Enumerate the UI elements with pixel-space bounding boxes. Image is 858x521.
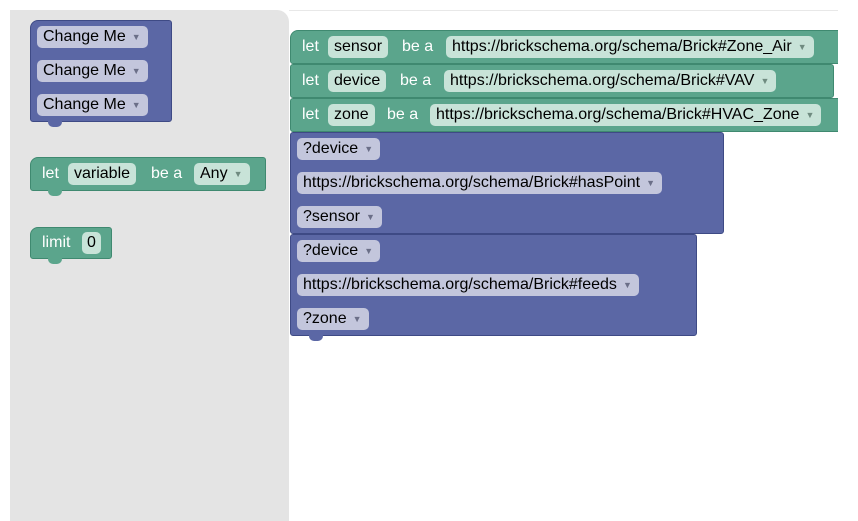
- chevron-down-icon: ▼: [364, 144, 374, 154]
- change-me-dropdown-1[interactable]: Change Me▼: [37, 26, 148, 48]
- block-connector-notch: [48, 258, 62, 264]
- predicate-dropdown[interactable]: https://brickschema.org/schema/Brick#has…: [297, 172, 663, 194]
- variable-field[interactable]: device: [328, 70, 387, 92]
- change-me-dropdown-2[interactable]: Change Me▼: [37, 60, 148, 82]
- chevron-down-icon: ▼: [805, 110, 815, 120]
- let-device-block[interactable]: let device be a https://brickschema.org/…: [290, 64, 834, 98]
- let-label: let: [302, 72, 319, 89]
- chevron-down-icon: ▼: [646, 178, 656, 188]
- let-label: let: [302, 38, 319, 55]
- chevron-down-icon: ▼: [352, 314, 362, 324]
- chevron-down-icon: ▼: [797, 42, 807, 52]
- let-label: let: [302, 106, 319, 123]
- limit-value-field[interactable]: 0: [82, 232, 101, 254]
- limit-label: limit: [42, 234, 71, 251]
- chevron-down-icon: ▼: [131, 66, 141, 76]
- be-a-label: be a: [402, 38, 434, 55]
- chevron-down-icon: ▼: [760, 76, 770, 86]
- be-a-label: be a: [387, 106, 419, 123]
- variable-field[interactable]: variable: [68, 163, 137, 185]
- type-dropdown[interactable]: https://brickschema.org/schema/Brick#Zon…: [446, 36, 814, 58]
- type-dropdown[interactable]: Any▼: [194, 163, 250, 185]
- block-connector-notch: [48, 190, 62, 196]
- let-label: let: [42, 165, 59, 182]
- be-a-label: be a: [400, 72, 432, 89]
- chevron-down-icon: ▼: [233, 169, 243, 179]
- object-dropdown[interactable]: ?zone▼: [297, 308, 369, 330]
- chevron-down-icon: ▼: [622, 280, 632, 290]
- change-me-dropdown-3[interactable]: Change Me▼: [37, 94, 148, 116]
- object-dropdown[interactable]: ?sensor▼: [297, 206, 382, 228]
- block-connector-notch: [48, 121, 62, 127]
- workspace-canvas[interactable]: let sensor be a https://brickschema.org/…: [289, 10, 838, 521]
- change-me-block[interactable]: Change Me▼ Change Me▼ Change Me▼: [30, 20, 172, 122]
- type-dropdown[interactable]: https://brickschema.org/schema/Brick#VAV…: [444, 70, 777, 92]
- let-zone-block[interactable]: let zone be a https://brickschema.org/sc…: [290, 98, 838, 132]
- limit-block[interactable]: limit 0: [30, 227, 112, 259]
- type-dropdown[interactable]: https://brickschema.org/schema/Brick#HVA…: [430, 104, 822, 126]
- variable-field[interactable]: sensor: [328, 36, 389, 58]
- chevron-down-icon: ▼: [364, 246, 374, 256]
- let-sensor-block[interactable]: let sensor be a https://brickschema.org/…: [290, 30, 838, 64]
- variable-field[interactable]: zone: [328, 104, 375, 126]
- be-a-label: be a: [151, 165, 183, 182]
- let-variable-block[interactable]: let variable be a Any▼: [30, 157, 266, 191]
- workspace-top-border: [289, 10, 838, 11]
- predicate-dropdown[interactable]: https://brickschema.org/schema/Brick#fee…: [297, 274, 639, 296]
- chevron-down-icon: ▼: [131, 32, 141, 42]
- subject-dropdown[interactable]: ?device▼: [297, 138, 381, 160]
- chevron-down-icon: ▼: [131, 100, 141, 110]
- chevron-down-icon: ▼: [366, 212, 375, 222]
- triple-block-has-point[interactable]: ?device▼ https://brickschema.org/schema/…: [290, 132, 724, 234]
- block-connector-notch: [309, 335, 323, 341]
- subject-dropdown[interactable]: ?device▼: [297, 240, 381, 262]
- triple-block-feeds[interactable]: ?device▼ https://brickschema.org/schema/…: [290, 234, 697, 336]
